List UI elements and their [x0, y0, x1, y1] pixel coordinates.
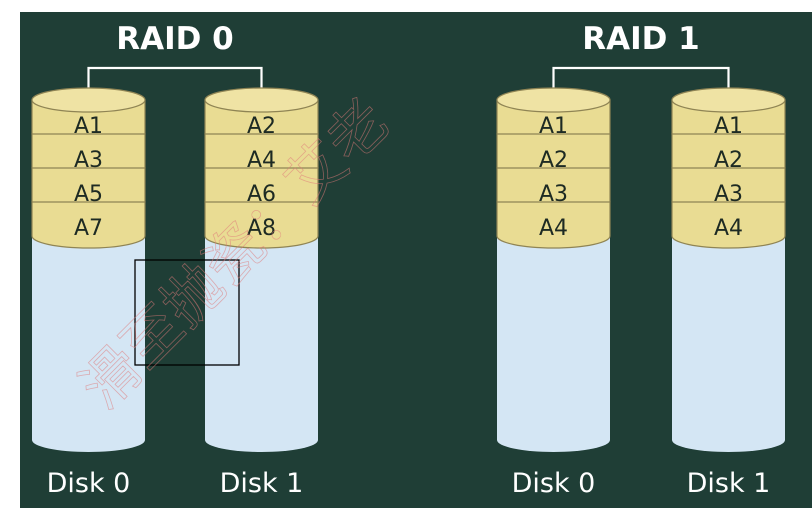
- disk-top-cap: [204, 87, 319, 113]
- raid-title: RAID 0: [116, 21, 234, 57]
- disk-empty-space: [672, 236, 785, 452]
- disk-top-cap: [31, 87, 146, 113]
- data-block: [31, 201, 146, 249]
- disk-empty-space: [32, 236, 145, 452]
- data-block-label: A7: [74, 216, 103, 241]
- connector-line: [87, 66, 263, 98]
- disk-empty-space: [205, 236, 318, 452]
- disk-label: Disk 0: [47, 468, 131, 499]
- disk-top-cap: [671, 87, 786, 113]
- data-block-label: A8: [247, 216, 276, 241]
- selection-box: [134, 259, 240, 366]
- disk-empty-space: [497, 236, 610, 452]
- data-block-label: A4: [539, 216, 568, 241]
- data-block-label: A4: [714, 216, 743, 241]
- disk-label: Disk 1: [687, 468, 771, 499]
- data-block: [204, 201, 319, 249]
- raid-title: RAID 1: [582, 21, 700, 57]
- disk-label: Disk 0: [512, 468, 596, 499]
- data-block: [671, 201, 786, 249]
- disk-top-cap: [496, 87, 611, 113]
- data-block: [496, 201, 611, 249]
- connector-line: [552, 66, 730, 98]
- disk-label: Disk 1: [220, 468, 304, 499]
